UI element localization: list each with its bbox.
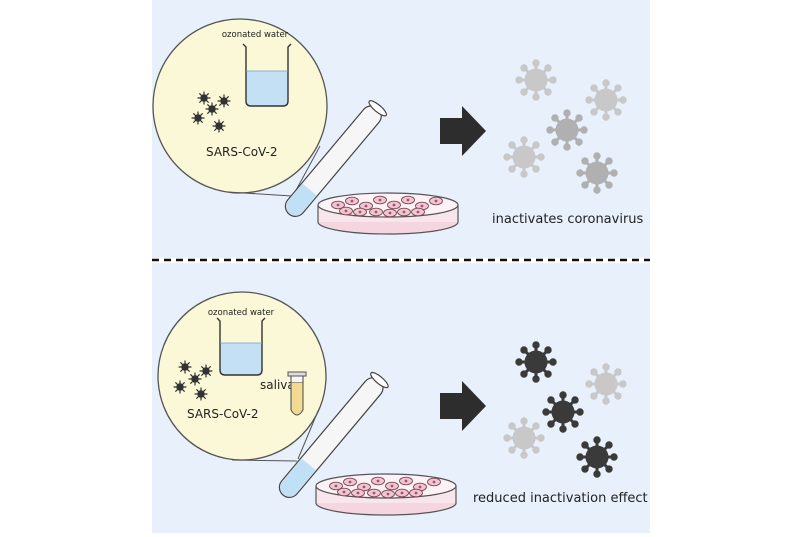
virus-particle [502,135,546,179]
saliva-label: saliva [260,378,295,392]
virus-particle [514,340,558,384]
bottom-zoom-line-2 [297,410,319,460]
top-virus-label: SARS-CoV-2 [206,145,278,159]
top-result-label: inactivates coronavirus [492,212,644,227]
bottom-petri-dish [315,473,457,516]
top-test-tube [284,100,388,217]
bottom-result-label: reduced inactivation effect [473,491,648,506]
virus-particle [541,390,585,434]
virus-particle [545,108,589,152]
top-zoom-line-2 [293,145,321,195]
top-zoom-circle [152,18,328,194]
virus-particle [502,416,546,460]
saliva-tube [287,371,307,416]
virus-particle [584,78,628,122]
bottom-test-tube [278,371,389,498]
top-beaker-label: ozonated water [222,30,289,40]
bottom-beaker [216,317,266,376]
virus-particle [575,435,619,479]
top-arrow [440,106,486,156]
top-beaker [242,43,292,107]
bottom-beaker-label: ozonated water [208,308,275,318]
virus-particle [514,58,558,102]
bottom-arrow [440,381,486,431]
top-zoom-line-1 [227,191,293,197]
bottom-virus-label: SARS-CoV-2 [187,407,259,421]
bottom-panel: ozonated water SARS-CoV-2 saliva [152,263,650,533]
virus-particle [575,151,619,195]
virus-particle [584,362,628,406]
bottom-zoom-line-1 [231,459,298,462]
top-panel: ozonated water SARS-CoV-2 [152,0,650,258]
top-petri-dish [317,192,459,235]
